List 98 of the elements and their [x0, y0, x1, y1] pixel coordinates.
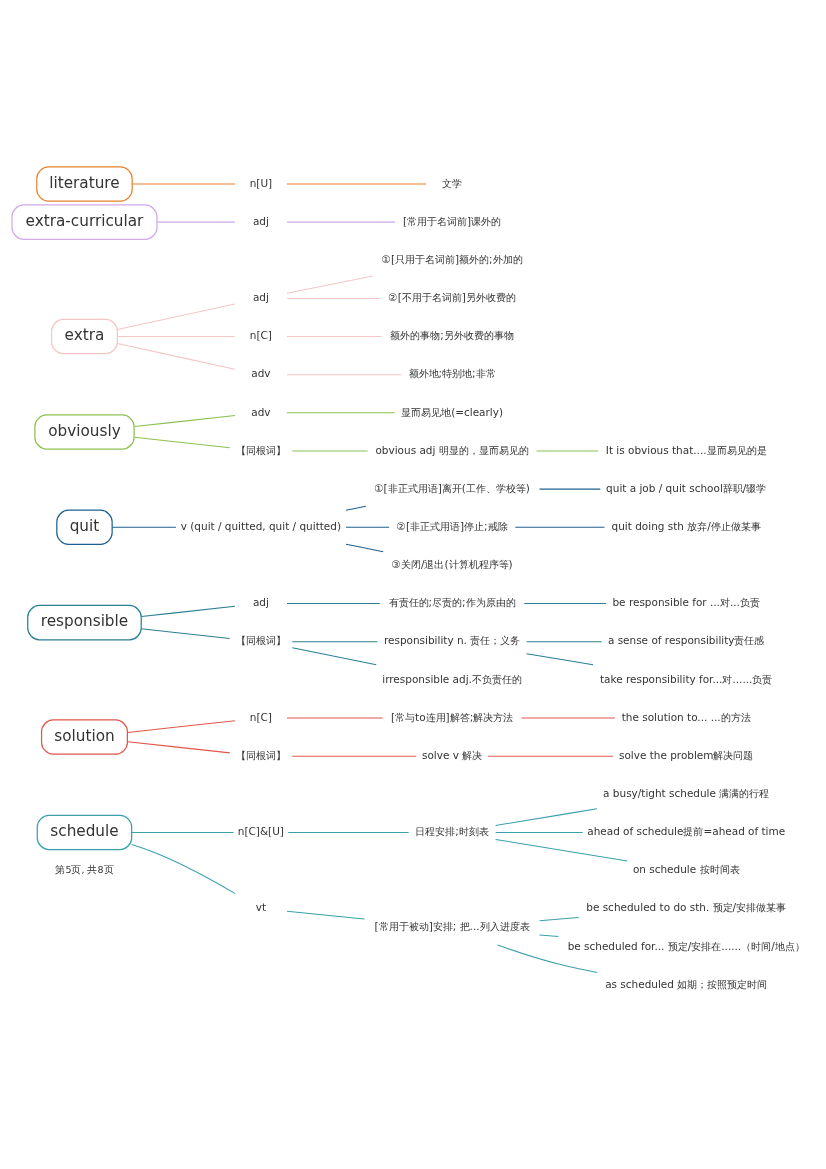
connector [133, 436, 231, 449]
node-text: adj [252, 291, 269, 304]
node-text: as scheduled 如期；按照预定时间 [605, 977, 768, 990]
node-box: responsible [27, 604, 142, 641]
connector [286, 603, 381, 605]
node-box: solution [40, 719, 128, 755]
node-text: adv [251, 405, 271, 418]
connector [131, 183, 236, 185]
node-text: 额外的事物;另外收费的事物 [390, 329, 514, 342]
connector [291, 647, 377, 666]
connector [345, 526, 390, 528]
connector [156, 221, 236, 223]
node-text: solve the problem解决问题 [618, 748, 754, 761]
node-text: be scheduled for... 预定/安排在......（时间/地点） [567, 939, 805, 952]
connector [539, 916, 580, 922]
connector [131, 831, 235, 833]
connector [127, 741, 231, 754]
connector [116, 303, 236, 331]
connector [526, 641, 603, 643]
connector [539, 934, 559, 937]
connector [497, 944, 598, 973]
connector [526, 653, 594, 666]
connector [291, 641, 379, 643]
node-box: schedule [36, 814, 133, 851]
node-text: ③关闭/退出(计算机程序等) [391, 558, 513, 571]
node-text: ahead of schedule提前=ahead of time [587, 825, 786, 838]
node-box: extra [50, 318, 118, 355]
node-text: be responsible for ...对...负责 [612, 596, 760, 609]
connector [140, 628, 231, 639]
connector [345, 505, 367, 511]
node-text: 有责任的;尽责的;作为原由的 [388, 596, 516, 609]
label: 第5页, 共8页 [55, 863, 114, 875]
connector [127, 720, 236, 733]
node-text: take responsibility for...对......负责 [600, 672, 773, 685]
connector [286, 412, 396, 414]
connector [487, 755, 614, 757]
node-text: on schedule 按时间表 [632, 863, 740, 876]
connector [286, 910, 366, 920]
connector [539, 488, 601, 490]
node-text: obvious adj 明显的，显而易见的 [375, 443, 529, 456]
node-text: [常用于名词前]课外的 [403, 214, 502, 227]
connector [495, 831, 584, 833]
connector [345, 543, 384, 553]
node-text: adv [251, 367, 271, 380]
connector [286, 297, 381, 299]
node-text: quit a job / quit school辞职/辍学 [606, 481, 767, 494]
node-text: quit doing sth 放弃/停止做某事 [611, 519, 761, 532]
node-text: [常与to连用]解答;解决方法 [390, 710, 514, 723]
connector [291, 755, 417, 757]
node-text: n[C] [249, 710, 272, 723]
node-text: 【同根词】 [235, 748, 286, 761]
connector [495, 808, 598, 826]
connector [286, 221, 396, 223]
node-text: ①[只用于名词前]额外的;外加的 [381, 252, 523, 265]
node-text: 【同根词】 [235, 634, 286, 647]
node-text: vt [255, 901, 267, 914]
node-text: adj [252, 214, 269, 227]
node-text: responsibility n. 责任；义务 [383, 634, 521, 647]
node-text: 日程安排;时刻表 [415, 825, 489, 838]
connector [536, 450, 599, 452]
node-text: ②[不用于名词前]另外收费的 [388, 291, 516, 304]
connector [523, 603, 607, 605]
connector [514, 526, 605, 528]
connector [116, 336, 236, 338]
node-box: extra-curricular [11, 204, 158, 240]
connector [495, 838, 628, 862]
node-text: n[C]&[U] [237, 825, 284, 838]
connector [116, 343, 236, 370]
connector [286, 374, 402, 376]
node-text: 显而易见地(=clearly) [401, 405, 504, 418]
node-text: be scheduled to do sth. 预定/安排做某事 [586, 901, 787, 914]
connector [131, 843, 236, 894]
node-text: v (quit / quitted, quit / quitted) [180, 519, 342, 532]
node-text: adj [252, 596, 269, 609]
connector [286, 275, 374, 294]
node-box: literature [36, 166, 133, 202]
node-box: obviously [34, 414, 135, 450]
node-text: 【同根词】 [235, 443, 286, 456]
node-text: n[U] [249, 176, 273, 189]
connector [111, 526, 177, 528]
node-text: 文学 [442, 176, 463, 189]
node-text: n[C] [249, 329, 272, 342]
node-text: ①[非正式用语]离开(工作、学校等) [374, 481, 530, 494]
node-text: irresponsible adj.不负责任的 [382, 672, 522, 685]
node-box: quit [56, 509, 113, 546]
node-text: solve v 解决 [421, 748, 483, 761]
connector [291, 450, 369, 452]
node-text: the solution to... ...的方法 [621, 710, 751, 723]
node-text: 额外地;特别地;非常 [408, 367, 496, 380]
node-text: [常用于被动]安排; 把...列入进度表 [374, 920, 530, 933]
node-text: It is obvious that....显而易见的是 [605, 443, 767, 456]
node-text: a busy/tight schedule 满满的行程 [603, 786, 770, 799]
connector [140, 605, 236, 618]
connector [133, 415, 236, 428]
node-text: ②[非正式用语]停止;戒除 [396, 519, 508, 532]
connector [287, 831, 410, 833]
connector [286, 336, 383, 338]
node-text: a sense of responsibility责任感 [607, 634, 765, 647]
